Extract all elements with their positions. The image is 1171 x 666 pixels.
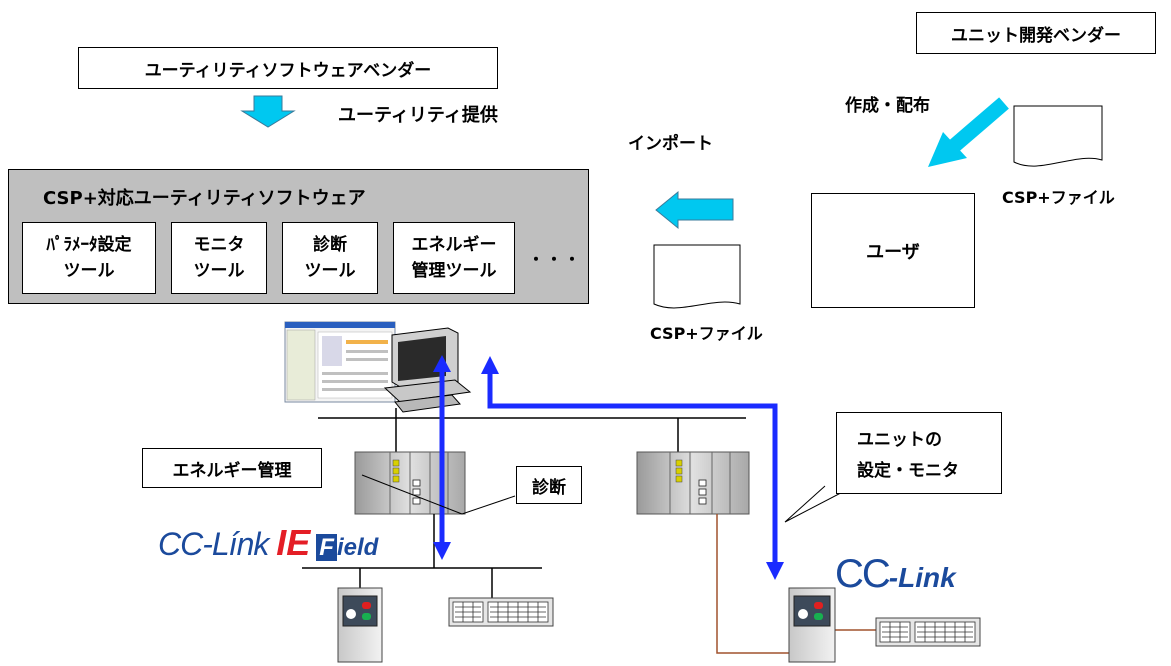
import-arrow [655,190,734,230]
plc-unit-right [636,451,750,515]
blue-arrowheads [433,355,784,580]
tool-parameter-line2: ツール [63,261,115,281]
tool-diagnosis-line2: ツール [304,261,356,281]
callout-diagnosis-label: 診断 [532,477,566,498]
callout-unit-line1: ユニットの [857,430,942,450]
io-module-left [448,597,554,627]
cclink-logo: CC-Link [835,552,956,597]
utility-software-title: CSP+対応ユーティリティソフトウェア [43,188,366,209]
plc-unit-left [354,451,466,515]
logo-link-text: -Link [888,562,956,593]
pc-computer-icon [383,327,472,413]
logo-field-text: ield [336,534,379,561]
utility-provide-arrow [240,95,296,128]
tool-energy-line1: エネルギー [411,235,497,255]
inverter-device-left [337,587,383,663]
user-label: ユーザ [866,241,920,263]
utility-provided-label: ユーティリティ提供 [338,105,498,126]
utility-vendor-box: ユーティリティソフトウェアベンダー [78,47,498,89]
csp-file-document-bottom [653,244,741,309]
utility-vendor-label: ユーティリティソフトウェアベンダー [144,60,432,81]
csp-file-label-top: CSP+ファイル [1002,188,1115,207]
software-screenshot-thumbnail [284,321,396,403]
user-box: ユーザ [811,193,975,308]
callout-unit-line2: 設定・モニタ [857,461,959,481]
logo-field-f-text: F [316,534,337,561]
callout-energy-management: エネルギー管理 [142,448,322,488]
create-distribute-label: 作成・配布 [845,96,930,116]
tool-diagnosis: 診断 ツール [282,222,378,294]
cclink-cable [716,514,876,654]
tool-diagnosis-line1: 診断 [313,235,347,255]
import-label: インポート [628,134,713,154]
inverter-device-right [788,587,836,663]
tool-parameter-setting: ﾊﾟﾗﾒｰﾀ設定 ツール [22,222,156,294]
tool-energy-management: エネルギー 管理ツール [393,222,515,294]
tool-monitor: モニタ ツール [171,222,267,294]
csp-file-label-bottom: CSP+ファイル [650,324,763,343]
tool-energy-line2: 管理ツール [411,261,497,281]
logo-cclink-text: CC-Línk [158,526,277,562]
tool-monitor-line1: モニタ [193,235,245,255]
csp-file-document-top [1013,105,1103,167]
tool-parameter-line1: ﾊﾟﾗﾒｰﾀ設定 [46,235,132,255]
blue-comm-arrows [439,365,778,566]
unit-vendor-box: ユニット開発ベンダー [916,12,1156,54]
io-module-right [875,617,981,647]
diagnosis-callout-pointer [461,495,516,515]
callout-diagnosis: 診断 [516,466,582,504]
create-distribute-arrow [928,97,1009,167]
tool-monitor-line2: ツール [193,261,245,281]
unit-vendor-label: ユニット開発ベンダー [951,25,1121,46]
logo-ie-text: IE [276,522,311,563]
logo-cc-text: CC [835,552,891,596]
energy-callout-pointer [361,474,463,515]
tools-ellipsis: ・・・ [528,250,583,269]
callout-energy-label: エネルギー管理 [172,460,292,481]
callout-unit-settings: ユニットの 設定・モニタ [836,412,1002,494]
